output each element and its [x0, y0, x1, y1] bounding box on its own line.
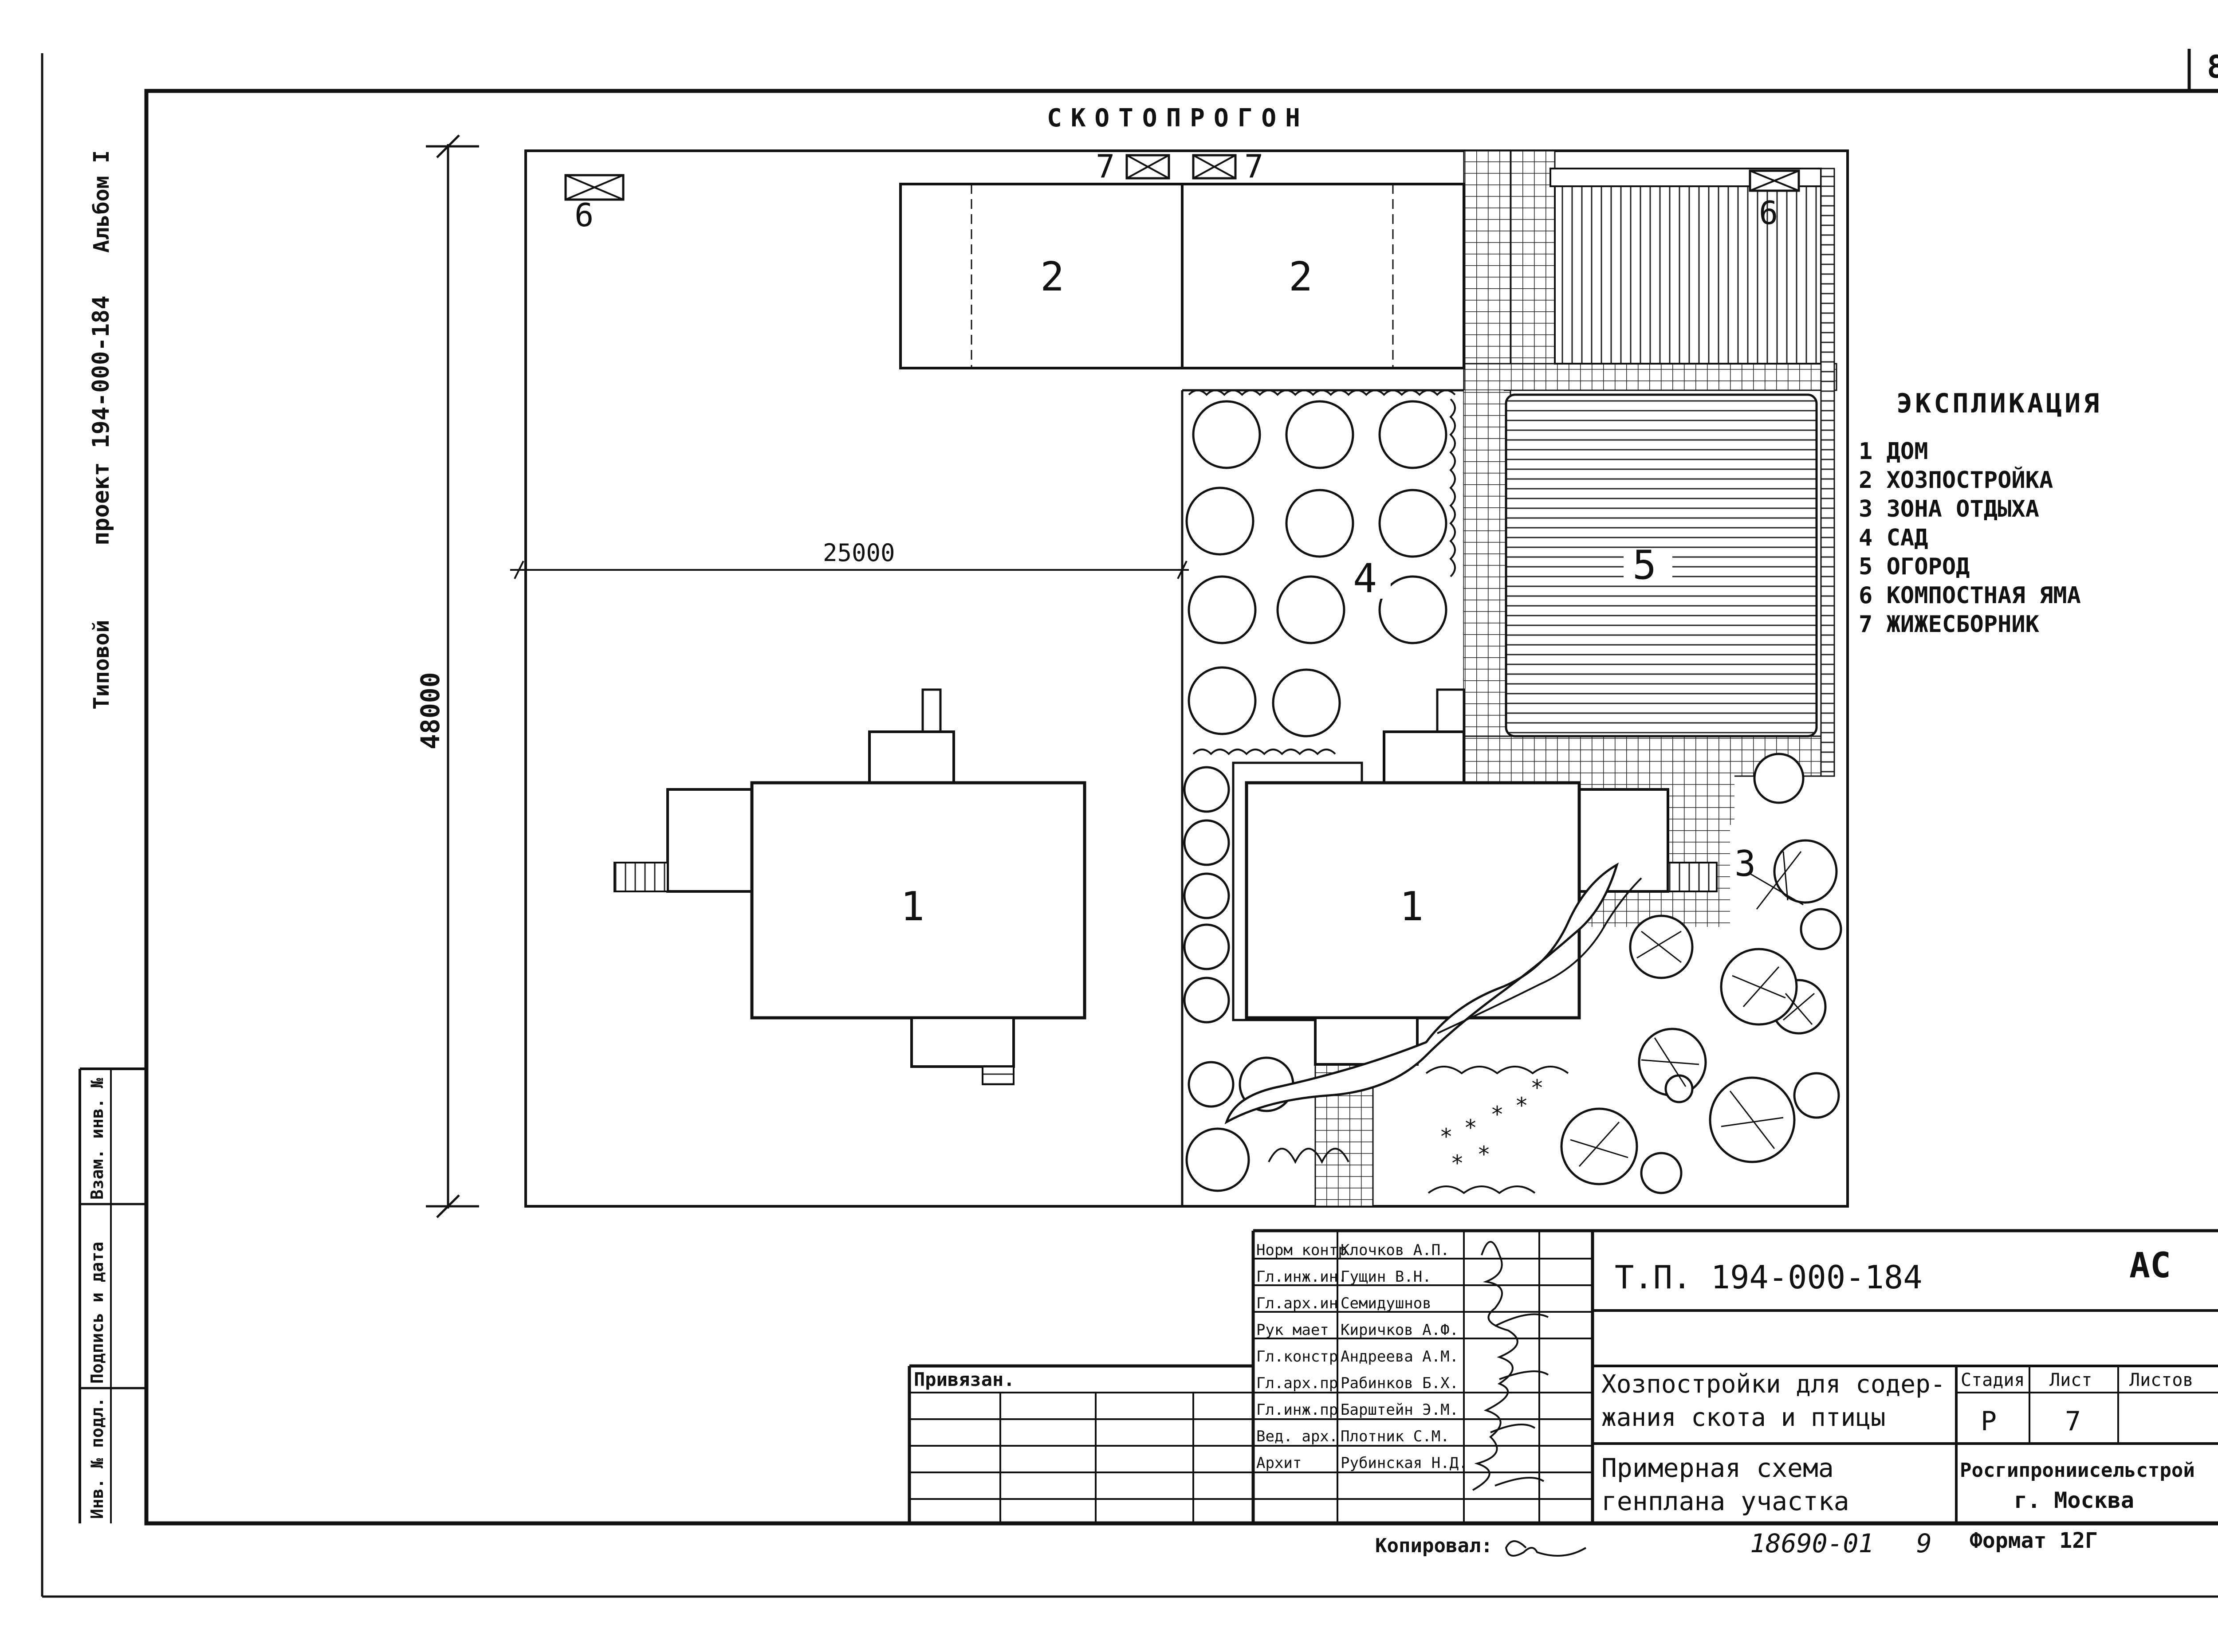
- label-house-left: 1: [901, 883, 924, 930]
- object-title-line1: Хозпостройки для содер-: [1601, 1370, 1945, 1399]
- explication-item: 3 ЗОНА ОТДЫХА: [1859, 496, 2039, 522]
- label-vegetable-plot: 5: [1632, 542, 1656, 589]
- signatory-name: Киричков А.Ф.: [1341, 1321, 1459, 1339]
- order-number: 18690-01: [1750, 1528, 1874, 1558]
- format-label: Формат 12Г: [1970, 1528, 2098, 1553]
- rest-zone: * * * * * * * 3: [1224, 753, 1842, 1194]
- label-slurry-right: 7: [1244, 148, 1263, 185]
- label-compost-left: 6: [574, 196, 594, 234]
- privyazan-label: Привязан.: [914, 1369, 1015, 1390]
- width-dimension: 25000: [510, 539, 1189, 579]
- signatory-name: Плотник С.М.: [1341, 1428, 1450, 1445]
- inner-frame: [144, 89, 2218, 1526]
- explication: ЭКСПЛИКАЦИЯ 1 ДОМ 2 ХОЗПОСТРОЙКА 3 ЗОНА …: [1859, 388, 2102, 638]
- compost-pit-right: 6: [1749, 169, 1800, 232]
- side-typical: Типовой: [89, 620, 114, 710]
- stage-header: Стадия: [1961, 1370, 2025, 1390]
- dimension-width-label: 25000: [823, 539, 895, 567]
- signatory-role: Гл.арх.ин: [1256, 1295, 1338, 1312]
- explication-item: 2 ХОЗПОСТРОЙКА: [1859, 467, 2053, 494]
- label-outbuilding-left: 2: [1040, 254, 1064, 300]
- house-right: 1: [1232, 688, 1718, 1066]
- svg-text:*: *: [1477, 1142, 1490, 1167]
- sheets-header: Листов: [2129, 1370, 2194, 1390]
- signatory-name: Барштейн Э.М.: [1341, 1401, 1459, 1419]
- dimension-height-label: 48000: [415, 672, 445, 749]
- sheet-number: 8: [2207, 49, 2218, 85]
- svg-text:*: *: [1515, 1093, 1528, 1118]
- explication-item: 7 ЖИЖЕСБОРНИК: [1859, 611, 2040, 638]
- signatory-name: Семидушнов: [1341, 1295, 1431, 1312]
- sheet-header: Лист: [2049, 1370, 2092, 1390]
- explication-item: 4 САД: [1859, 525, 1928, 551]
- side-album: Альбом I: [89, 150, 114, 253]
- explication-item: 6 КОМПОСТНАЯ ЯМА: [1859, 582, 2081, 609]
- side-inv-podl: Инв. № подл.: [87, 1397, 107, 1519]
- vegetable-strips-top: [1554, 185, 1822, 365]
- label-house-right: 1: [1400, 883, 1424, 930]
- signatory-name: Андреева А.М.: [1341, 1348, 1459, 1366]
- copied-by-label: Копировал:: [1375, 1534, 1493, 1557]
- title-block-text: Т.П. 194-000-184 АС Привязан. Норм контр…: [914, 1241, 2195, 1516]
- svg-text:*: *: [1530, 1075, 1544, 1101]
- label-compost-right: 6: [1759, 194, 1778, 232]
- drawing-title-line1: Примерная схема: [1601, 1453, 1834, 1483]
- organization-line1: Росгипрониисельстрой: [1960, 1459, 2195, 1482]
- garden-shrubs: [1188, 389, 1456, 755]
- signatory-name: Гущин В.Н.: [1341, 1268, 1431, 1286]
- label-slurry-left: 7: [1096, 148, 1115, 185]
- side-project: проект 194-000-184: [88, 295, 114, 545]
- height-dimension: 48000: [415, 134, 479, 1218]
- garden-trees: [1183, 400, 1447, 1192]
- signatory-role: Гл.инж.пр: [1256, 1401, 1338, 1419]
- svg-text:*: *: [1490, 1102, 1504, 1127]
- title-block: [908, 1229, 2218, 1523]
- explication-item: 1 ДОМ: [1859, 438, 1928, 465]
- footer: Копировал: 18690-01 9 Формат 12Г: [1375, 1528, 2098, 1558]
- explication-title: ЭКСПЛИКАЦИЯ: [1896, 388, 2102, 419]
- signatory-role: Норм контр: [1256, 1241, 1347, 1259]
- label-garden: 4: [1353, 555, 1377, 602]
- object-title-line2: жания скота и птицы: [1601, 1403, 1886, 1432]
- page-number: 9: [1916, 1528, 1932, 1558]
- organization-line2: г. Москва: [2014, 1487, 2134, 1513]
- signatory-name: Рубинская Н.Д.: [1341, 1454, 1468, 1472]
- slurry-tank-left: 7: [1096, 148, 1170, 185]
- side-podpis: Подпись и дата: [87, 1242, 107, 1384]
- label-outbuilding-right: 2: [1289, 254, 1313, 300]
- signatory-role: Рук мает: [1256, 1321, 1329, 1339]
- doc-mark: АС: [2129, 1246, 2171, 1286]
- signatory-name: Рабинков Б.Х.: [1341, 1374, 1459, 1392]
- signatory-role: Гл.констр: [1256, 1348, 1338, 1366]
- house-left: 1: [613, 688, 1086, 1085]
- signatory-name: Клочков А.П.: [1341, 1241, 1450, 1259]
- explication-item: 5 ОГОРОД: [1859, 553, 1970, 580]
- svg-text:*: *: [1464, 1115, 1477, 1141]
- site-boundary: [524, 149, 1849, 1208]
- signatory-role: Вед. арх.: [1256, 1428, 1338, 1445]
- outbuilding-right: 2: [1181, 183, 1465, 369]
- outbuilding-left: 2: [899, 183, 1184, 369]
- slurry-tank-right: 7: [1192, 148, 1263, 185]
- svg-text:*: *: [1439, 1124, 1453, 1150]
- signatory-role: Архит: [1256, 1454, 1302, 1472]
- drawing-title-line2: генплана участка: [1601, 1486, 1849, 1516]
- svg-text:*: *: [1451, 1150, 1464, 1176]
- signatory-role: Гл.арх.пр: [1256, 1374, 1338, 1392]
- side-vzam: Взам. инв. №: [87, 1078, 107, 1200]
- doc-code: Т.П. 194-000-184: [1615, 1259, 1923, 1296]
- livestock-path-label: СКОТОПРОГОН: [1047, 104, 1309, 133]
- compost-pit-left: 6: [564, 174, 625, 234]
- signatory-role: Гл.инж.ин.: [1256, 1268, 1347, 1286]
- stage-value: Р: [1981, 1406, 1997, 1437]
- side-stamp: Взам. инв. № Подпись и дата Инв. № подл.…: [79, 150, 146, 1523]
- label-rest-zone: 3: [1734, 843, 1756, 884]
- sheet-value: 7: [2065, 1406, 2081, 1437]
